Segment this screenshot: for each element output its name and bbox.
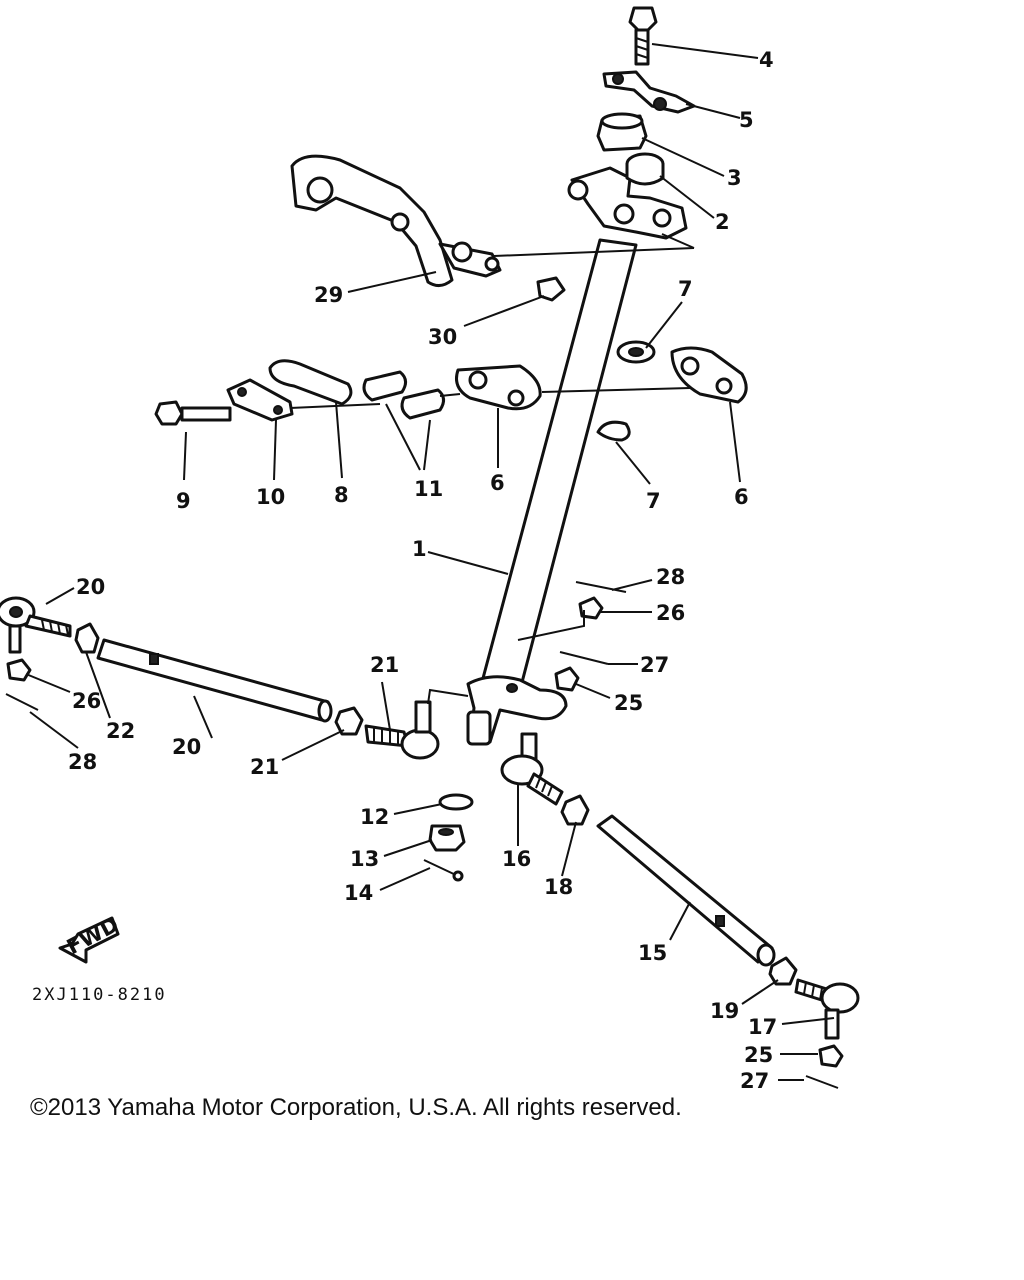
upper-holder-block [596, 112, 648, 152]
handlebar-bracket [290, 154, 502, 287]
callout-16: 16 [502, 847, 531, 871]
callout-9: 9 [176, 489, 191, 513]
callout-19: 19 [710, 999, 739, 1023]
callout-28-right: 28 [656, 565, 685, 589]
callout-24: 22 [106, 719, 135, 743]
fwd-arrow-icon: FWD [58, 912, 123, 964]
callout-7-lower: 7 [646, 489, 661, 513]
callout-26-left: 26 [72, 689, 101, 713]
callout-11: 11 [414, 477, 443, 501]
callout-23: 21 [250, 755, 279, 779]
cotter-pin-27-lower [805, 1075, 839, 1089]
cotter-pin-27-upper [559, 651, 609, 665]
callout-1: 1 [412, 537, 427, 561]
link-plate [268, 359, 353, 406]
callout-7-upper: 7 [678, 277, 693, 301]
callout-27-lower: 27 [740, 1069, 769, 1093]
tie-rod-right [596, 814, 776, 967]
tie-rod-end-21 [364, 700, 440, 760]
callout-14: 14 [344, 881, 373, 905]
leader-lines [25, 43, 835, 1081]
castle-nut-13 [428, 824, 466, 852]
cotter-pin-28-left [5, 693, 39, 711]
callout-22: 20 [76, 575, 105, 599]
tie-rod-end-left [0, 596, 72, 654]
callout-20: 20 [172, 735, 201, 759]
drawing-code: 2XJ110-8210 [32, 985, 167, 1005]
washer-7-upper [616, 340, 656, 364]
callout-29: 29 [314, 283, 343, 307]
fwd-label: FWD [63, 912, 123, 959]
callout-6-right: 6 [734, 485, 749, 509]
cap [625, 152, 665, 186]
nut-23 [334, 706, 364, 736]
nut-19 [768, 956, 798, 986]
callout-4: 4 [759, 48, 774, 72]
callout-5: 5 [739, 108, 754, 132]
bolt-30 [536, 276, 566, 302]
callout-6-left: 6 [490, 471, 505, 495]
steering-column-shaft [466, 238, 638, 746]
callout-26-right: 26 [656, 601, 685, 625]
callout-30: 30 [428, 325, 457, 349]
tie-rod-end-16 [500, 732, 564, 806]
collars [362, 370, 445, 420]
callout-13: 13 [350, 847, 379, 871]
lock-washer-plate [226, 378, 294, 422]
nut-24 [74, 622, 100, 654]
nut-26-right [578, 596, 604, 620]
callout-numbers: 4 5 3 2 29 30 7 9 10 8 11 6 7 6 1 28 26 … [68, 48, 777, 1093]
callout-21: 21 [370, 653, 399, 677]
callout-3: 3 [727, 166, 742, 190]
callout-25-upper: 25 [614, 691, 643, 715]
callout-10: 10 [256, 485, 285, 509]
nut-18 [560, 794, 590, 826]
callout-25-lower: 25 [744, 1043, 773, 1067]
nut-26-left [6, 658, 32, 682]
callout-8: 8 [334, 483, 349, 507]
washer-12 [438, 793, 474, 811]
callout-17: 17 [748, 1015, 777, 1039]
copyright-notice: ©2013 Yamaha Motor Corporation, U.S.A. A… [30, 1094, 682, 1121]
bolt-top [628, 6, 658, 66]
nut-25-lower [818, 1044, 844, 1068]
nut-25-upper [554, 666, 580, 692]
cotter-pin-28-right [575, 581, 627, 593]
callout-27-upper: 27 [640, 653, 669, 677]
callout-18: 18 [544, 875, 573, 899]
cotter-pin-14 [423, 859, 464, 882]
callout-28-left: 28 [68, 750, 97, 774]
tie-rod-left [96, 638, 333, 723]
callout-15: 15 [638, 941, 667, 965]
callout-2: 2 [715, 210, 730, 234]
washer-7-lower [596, 420, 631, 442]
lock-plate [602, 70, 696, 114]
holder-6-right [670, 346, 748, 404]
tie-rod-end-17 [794, 978, 860, 1040]
long-bolt [154, 400, 232, 426]
holder-6-left [455, 364, 542, 411]
callout-12: 12 [360, 805, 389, 829]
